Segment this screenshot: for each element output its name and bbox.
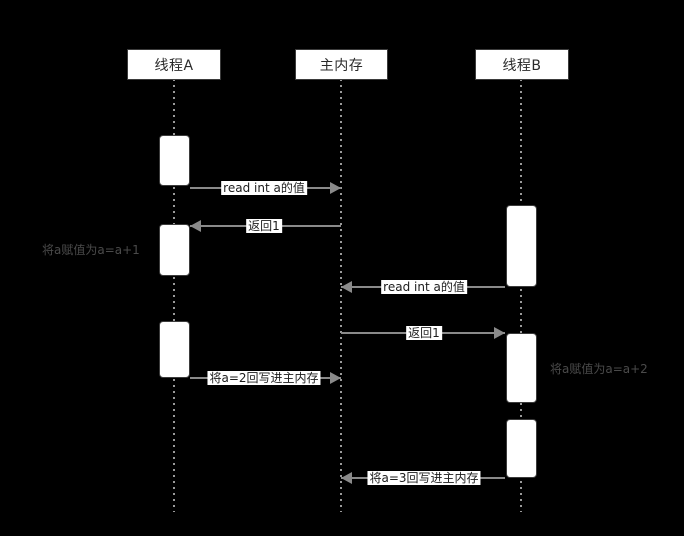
message-label: 返回1 — [406, 326, 442, 340]
activation-bar[interactable] — [506, 419, 537, 478]
lifeline-label: 主内存 — [319, 57, 364, 74]
activation-bar[interactable] — [159, 321, 190, 378]
arrowhead-left-icon — [341, 472, 352, 484]
arrowhead-right-icon — [494, 327, 505, 339]
message-label: 将a=3回写进主内存 — [367, 471, 481, 485]
activation-bar[interactable] — [506, 333, 537, 403]
message-label: read int a的值 — [381, 280, 467, 294]
arrowhead-right-icon — [330, 182, 341, 194]
note-note-b: 将a赋值为a=a+2 — [550, 362, 648, 376]
lifeline-header-thread-b[interactable]: 线程B — [475, 49, 569, 80]
lifeline-header-main-memory[interactable]: 主内存 — [295, 49, 388, 80]
lifeline-thread-a — [173, 79, 175, 512]
activation-bar[interactable] — [159, 135, 190, 186]
note-note-a: 将a赋值为a=a+1 — [42, 243, 140, 257]
activation-bar[interactable] — [159, 224, 190, 276]
arrowhead-left-icon — [190, 220, 201, 232]
message-label: 将a=2回写进主内存 — [207, 371, 321, 385]
arrowhead-right-icon — [330, 372, 341, 384]
arrowhead-left-icon — [341, 281, 352, 293]
lifeline-label: 线程B — [502, 57, 542, 74]
lifeline-thread-b — [520, 79, 522, 512]
activation-bar[interactable] — [506, 205, 537, 287]
message-label: 返回1 — [246, 219, 282, 233]
message-label: read int a的值 — [221, 181, 307, 195]
lifeline-label: 线程A — [154, 57, 194, 74]
lifeline-header-thread-a[interactable]: 线程A — [127, 49, 221, 80]
lifeline-main-memory — [340, 79, 342, 512]
